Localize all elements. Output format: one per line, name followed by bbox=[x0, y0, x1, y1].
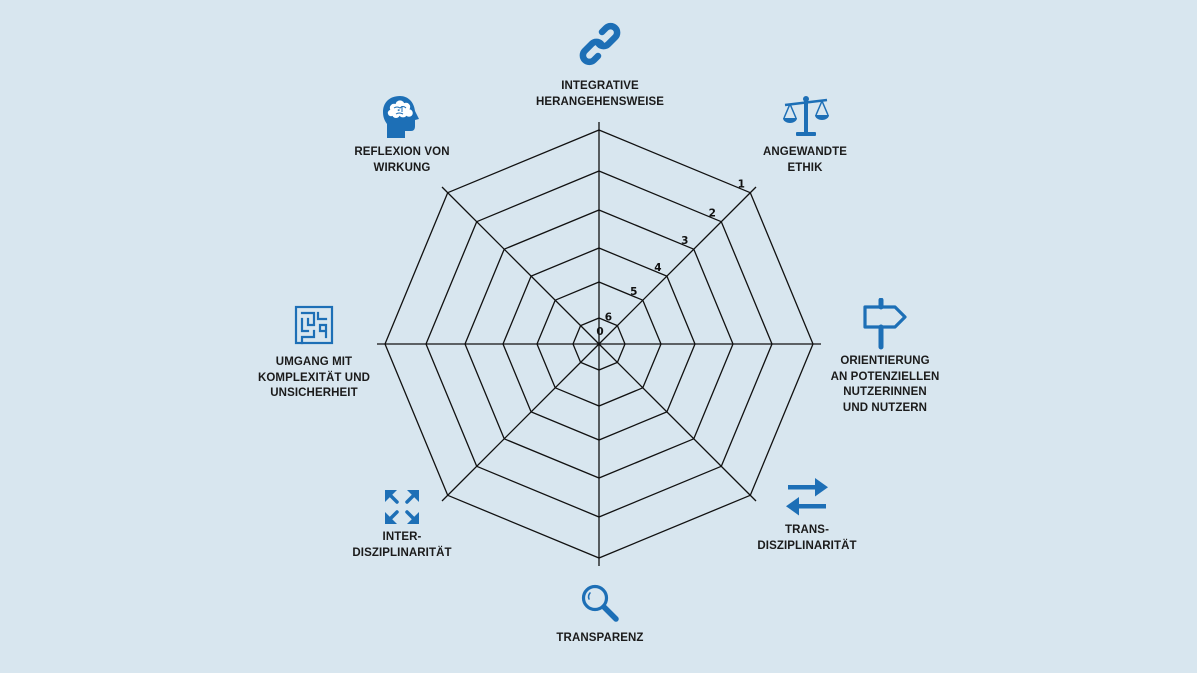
scale-label-0: 0 bbox=[596, 326, 603, 338]
axis-label-reflexion-von-wirkung: REFLEXION VON WIRKUNG bbox=[354, 146, 450, 174]
web-spoke-2 bbox=[598, 186, 757, 345]
scale-label-5: 5 bbox=[630, 286, 637, 298]
brain-head-icon bbox=[383, 96, 419, 138]
scale-label-2: 2 bbox=[709, 208, 716, 220]
radar-web bbox=[377, 122, 821, 566]
axis-label-integrative-herangehensweise: INTEGRATIVE HERANGEHENSWEISE bbox=[535, 80, 665, 108]
axis-label-interdisziplinaritaet: INTER- DISZIPLINARITÄT bbox=[352, 531, 452, 559]
scale-label-1: 1 bbox=[738, 179, 745, 191]
magnifier-icon bbox=[581, 584, 619, 622]
axis-label-angewandte-ethik: ANGEWANDTE ETHIK bbox=[762, 146, 848, 174]
maze-icon bbox=[294, 305, 334, 345]
axis-label-transparenz: TRANSPARENZ bbox=[556, 632, 644, 644]
scale-label-4: 4 bbox=[654, 262, 661, 274]
scale-label-3: 3 bbox=[681, 235, 688, 247]
web-spoke-8 bbox=[441, 186, 600, 345]
axis-label-transdisziplinaritaet: TRANS- DISZIPLINARITÄT bbox=[757, 524, 857, 552]
axis-label-umgang-mit-komplexitaet: UMGANG MIT KOMPLEXITÄT UND UNSICHERHEIT bbox=[257, 356, 371, 399]
web-spoke-4 bbox=[598, 343, 757, 502]
axis-label-orientierung: ORIENTIERUNG AN POTENZIELLEN NUTZERINNEN… bbox=[830, 355, 940, 414]
balance-scale-icon bbox=[783, 96, 829, 136]
expand-arrows-icon bbox=[385, 490, 419, 524]
scale-label-6: 6 bbox=[605, 312, 612, 324]
web-spoke-6 bbox=[441, 343, 600, 502]
scale-labels: 1 2 3 4 5 60 bbox=[596, 179, 745, 338]
chain-link-icon bbox=[579, 22, 621, 66]
exchange-arrows-icon bbox=[786, 478, 828, 516]
signpost-icon bbox=[863, 298, 907, 350]
